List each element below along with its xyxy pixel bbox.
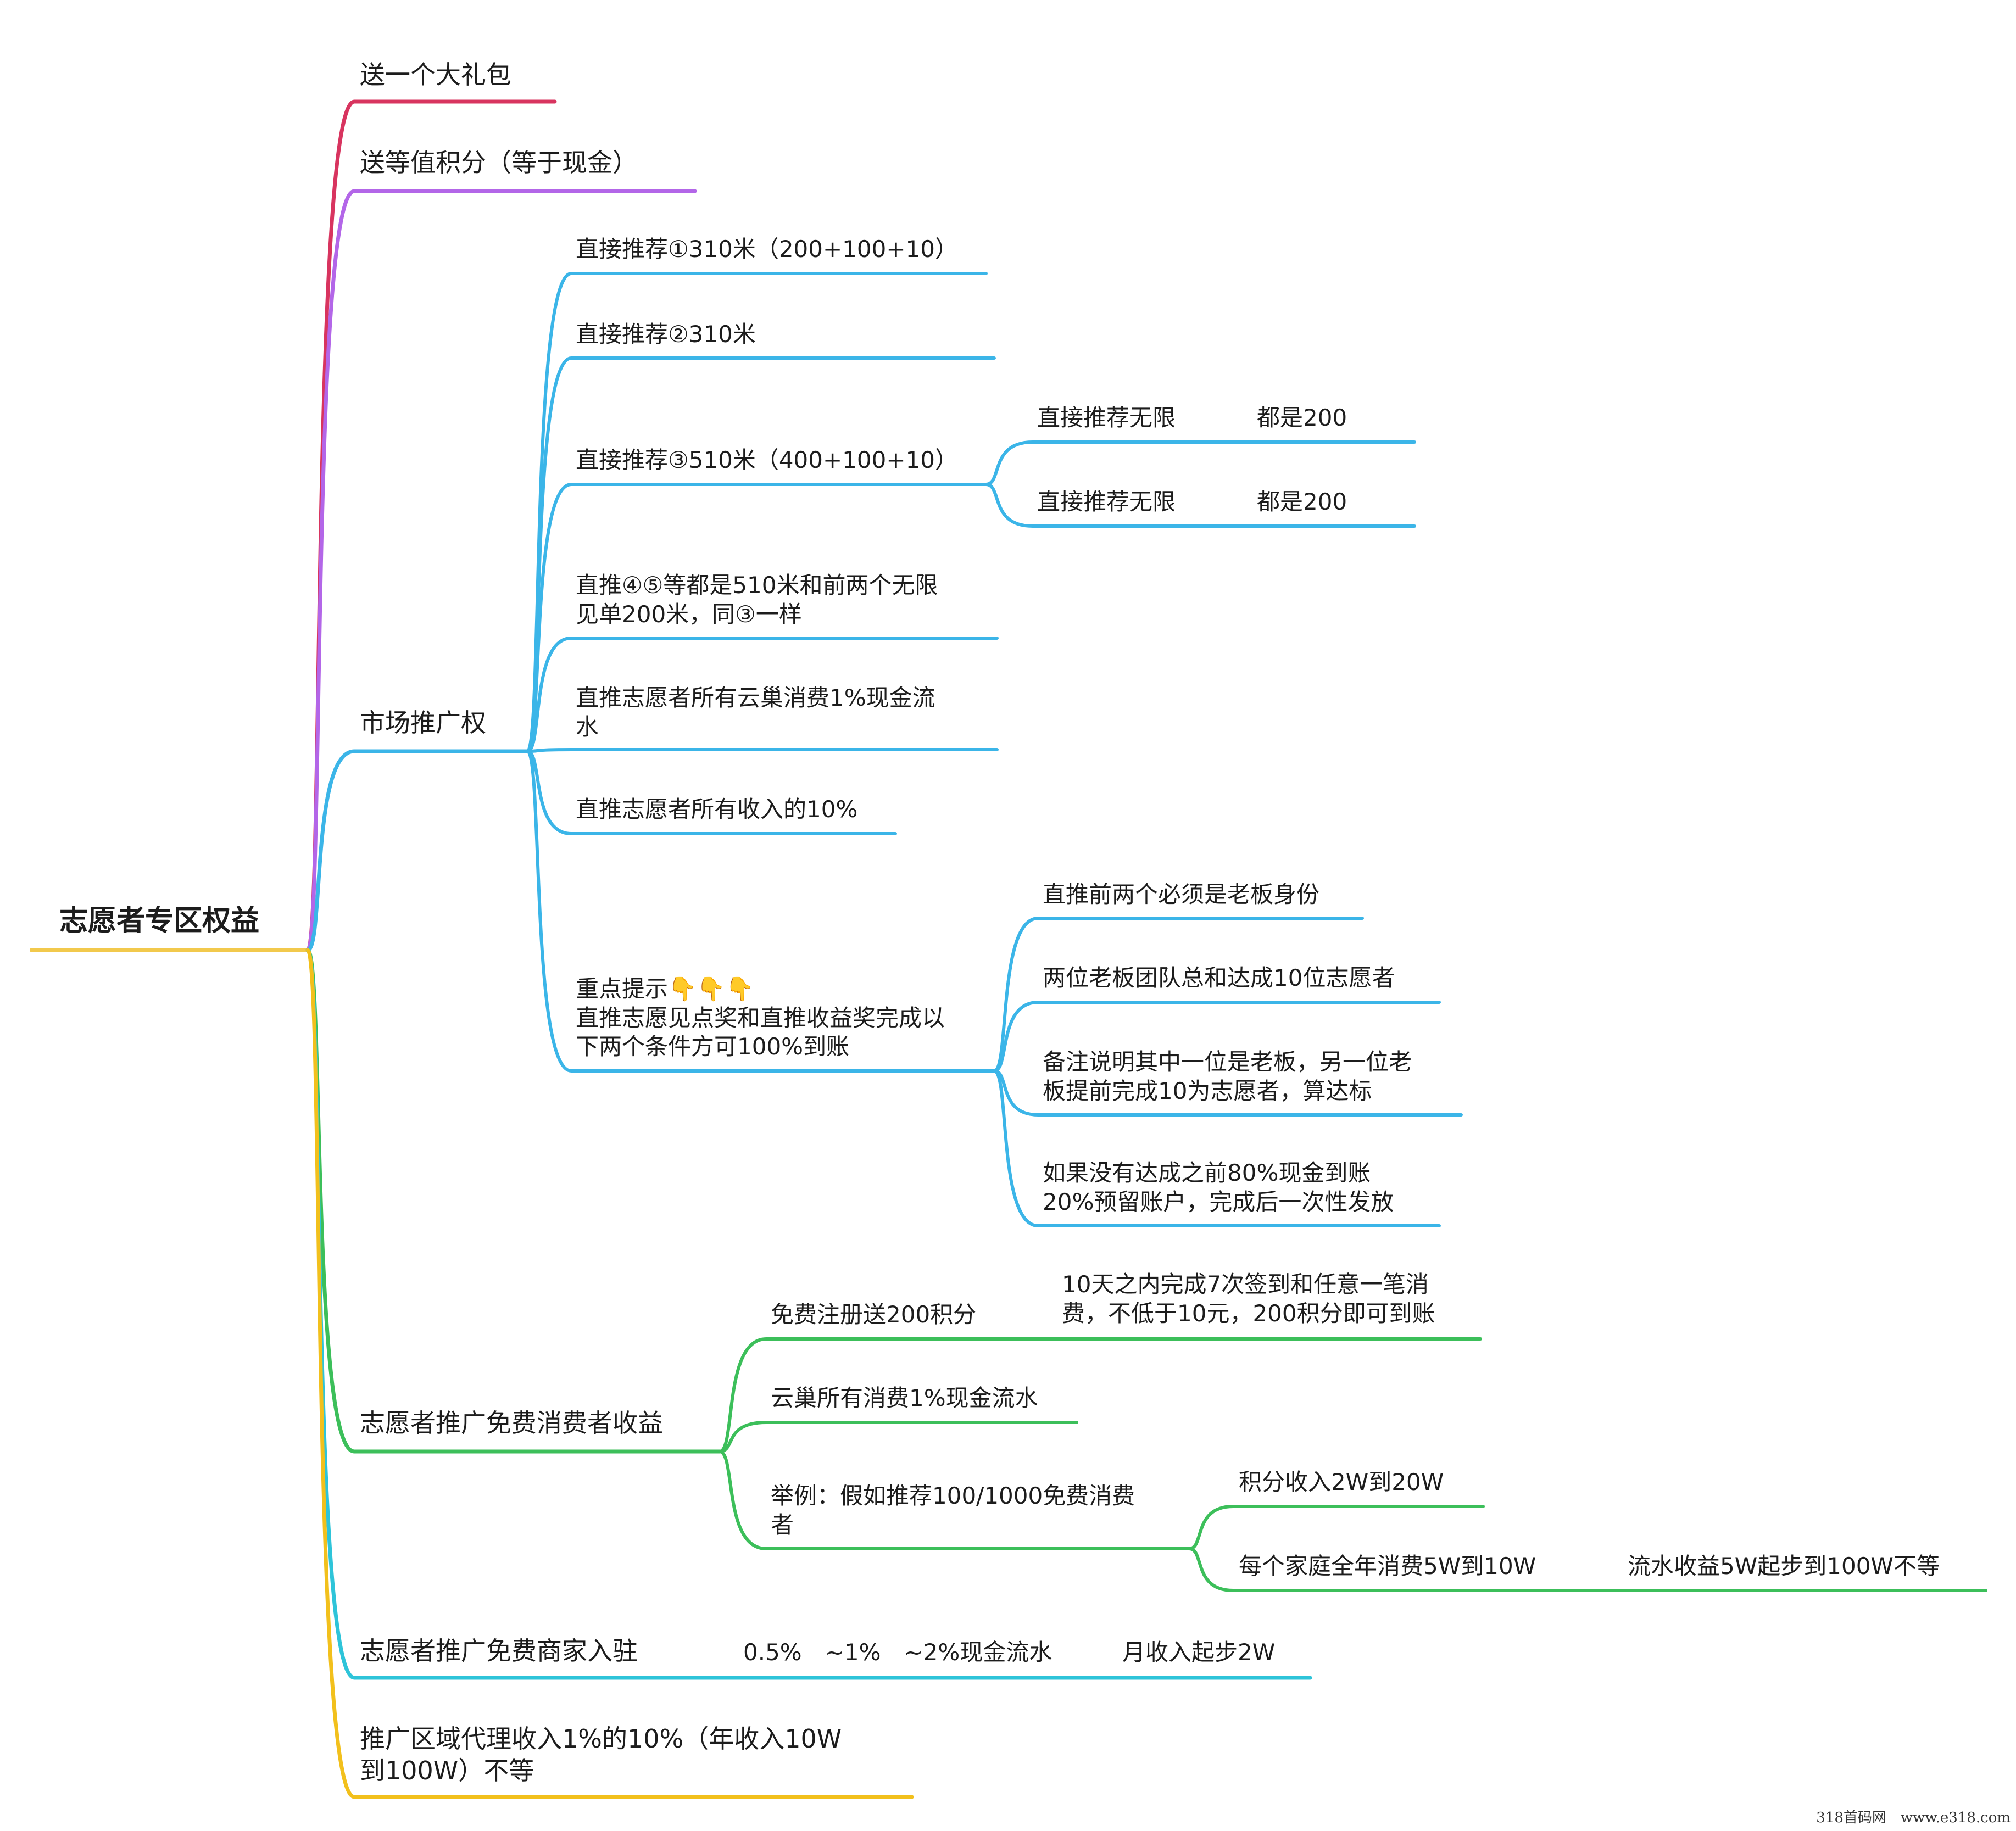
branch-market: 市场推广权 — [360, 708, 486, 738]
watermark: 318首码网 www.e318.com — [1816, 1810, 2011, 1826]
notice-child: 备注说明其中一位是老板，另一位老 板提前完成10为志愿者，算达标 — [1043, 1048, 1412, 1104]
market-item-rec2: 直接推荐②310米 — [576, 321, 756, 348]
merchant-rate: 0.5% ~1% ~2%现金流水 — [743, 1639, 1052, 1666]
connector-example-child — [1188, 1547, 1987, 1592]
family-note: 流水收益5W起步到100W不等 — [1628, 1553, 1940, 1579]
rec3-child-label: 直接推荐无限 — [1037, 488, 1176, 515]
example-child: 每个家庭全年消费5W到10W — [1239, 1553, 1536, 1579]
connector-market-item — [526, 637, 999, 753]
connector-notice-child — [993, 1069, 1441, 1227]
connector-example-child — [1188, 1505, 1485, 1550]
rec3-child-value: 都是200 — [1257, 488, 1347, 515]
connector-consumer-item — [718, 1337, 1482, 1453]
consumer-item-register: 免费注册送200积分 — [771, 1301, 977, 1328]
market-item-rec45: 直推④⑤等都是510米和前两个无限 见单200米，同③一样 — [576, 572, 938, 628]
consumer-item-example: 举例：假如推荐100/1000免费消费 者 — [771, 1482, 1135, 1538]
connector-rec3-child — [984, 440, 1416, 486]
market-item-notice: 重点提示👇👇👇 直推志愿见点奖和直推收益奖完成以 下两个条件方可100%到账 — [576, 975, 945, 1060]
connector-consumer-item — [718, 1450, 1191, 1550]
example-child: 积分收入2W到20W — [1239, 1469, 1444, 1495]
connector-region — [305, 948, 914, 1799]
notice-child: 直推前两个必须是老板身份 — [1043, 881, 1320, 908]
market-item-rec1: 直接推荐①310米（200+100+10） — [576, 236, 958, 263]
connector-notice-child — [993, 917, 1364, 1073]
branch-points: 送等值积分（等于现金） — [360, 148, 638, 177]
consumer-item-flow: 云巢所有消费1%现金流水 — [771, 1385, 1038, 1411]
consumer-register-note: 10天之内完成7次签到和任意一笔消 费，不低于10元，200积分即可到账 — [1062, 1271, 1435, 1327]
market-item-rec3: 直接推荐③510米（400+100+10） — [576, 446, 958, 473]
connector-notice-child — [993, 1069, 1463, 1117]
branch-consumer: 志愿者推广免费消费者收益 — [360, 1408, 663, 1438]
market-item-consume-flow: 直推志愿者所有云巢消费1%现金流 水 — [576, 684, 935, 740]
connector-points — [305, 189, 697, 952]
branch-region: 推广区域代理收入1%的10%（年收入10W 到100W）不等 — [360, 1724, 842, 1785]
connector-market-item — [526, 483, 988, 753]
connector-rec3-child — [984, 483, 1416, 528]
connector-market — [305, 749, 530, 952]
merchant-income: 月收入起步2W — [1122, 1639, 1276, 1666]
connector-consumer-item — [718, 1421, 1078, 1453]
rec3-child-label: 直接推荐无限 — [1037, 404, 1176, 431]
root-node: 志愿者专区权益 — [59, 905, 260, 937]
connector-market-item — [526, 748, 999, 753]
connector-gift — [305, 99, 557, 952]
branch-gift: 送一个大礼包 — [360, 60, 511, 90]
market-item-income-share: 直推志愿者所有收入的10% — [576, 796, 858, 823]
branch-merchant: 志愿者推广免费商家入驻 — [360, 1636, 638, 1666]
connector-market-item — [526, 750, 897, 835]
connector-market-item — [526, 750, 996, 1073]
notice-child: 两位老板团队总和达成10位志愿者 — [1043, 964, 1395, 991]
notice-child: 如果没有达成之前80%现金到账 20%预留账户，完成后一次性发放 — [1043, 1159, 1394, 1215]
connector-notice-child — [993, 1001, 1441, 1073]
rec3-child-value: 都是200 — [1257, 404, 1347, 431]
